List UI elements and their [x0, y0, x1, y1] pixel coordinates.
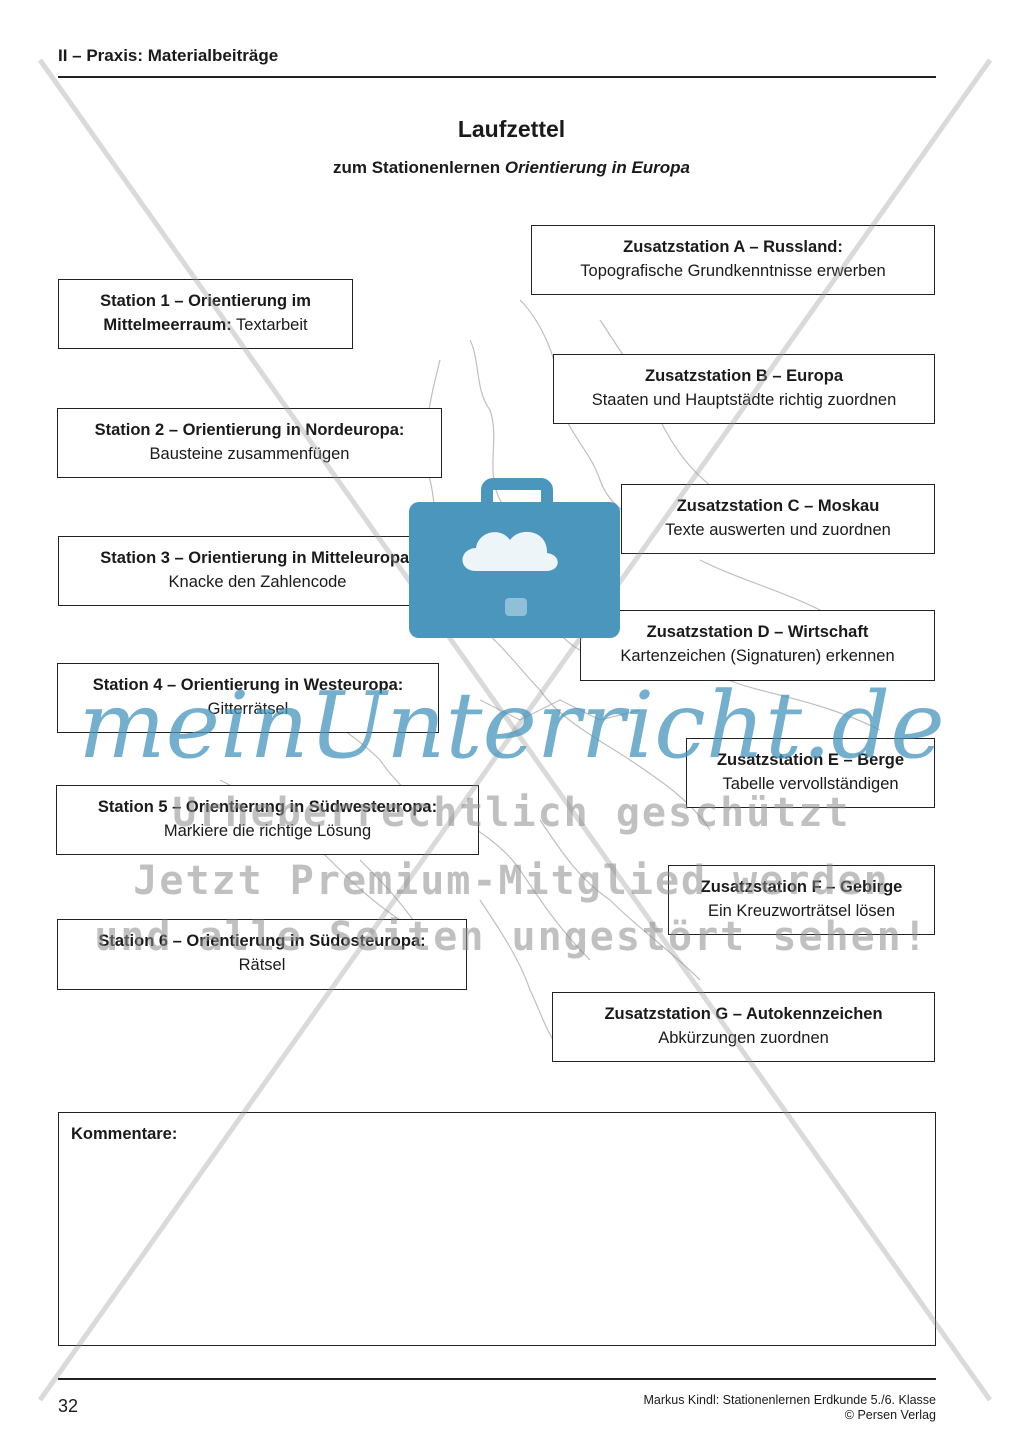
station-5-title: Station 5 – Orientierung in Südwesteurop…	[97, 798, 438, 816]
extra-station-a-box: Zusatzstation A – Russland: Topografisch…	[531, 225, 935, 295]
extra-station-d-title: Zusatzstation D – Wirtschaft	[646, 623, 869, 641]
watermark-line-1: Urheberrechtlich geschützt	[172, 790, 851, 836]
station-1-task: Textarbeit	[231, 316, 308, 334]
extra-station-f-task: Ein Kreuzworträtsel lösen	[707, 902, 896, 920]
extra-station-f-box: Zusatzstation F – Gebirge Ein Kreuzwortr…	[668, 865, 935, 935]
extra-station-c-task: Texte auswerten und zuordnen	[665, 521, 891, 539]
extra-station-e-title: Zusatzstation E – Berge	[716, 751, 905, 769]
footer-credits: Markus Kindl: Stationenlernen Erdkunde 5…	[643, 1393, 936, 1423]
station-5-task: Markiere die richtige Lösung	[163, 822, 372, 840]
extra-station-c-box: Zusatzstation C – Moskau Texte auswerten…	[621, 484, 935, 554]
station-3-title: Station 3 – Orientierung in Mitteleuropa…	[100, 549, 415, 567]
footer-publisher: © Persen Verlag	[844, 1408, 936, 1422]
extra-station-c-title: Zusatzstation C – Moskau	[676, 497, 880, 515]
page-subtitle: zum Stationenlernen Orientierung in Euro…	[332, 158, 691, 177]
footer-rule	[58, 1378, 936, 1380]
station-4-title: Station 4 – Orientierung in Westeuropa:	[92, 676, 404, 694]
extra-station-a-title: Zusatzstation A – Russland:	[623, 238, 843, 256]
station-6-task: Rätsel	[238, 956, 286, 974]
extra-station-g-box: Zusatzstation G – Autokennzeichen Abkürz…	[552, 992, 935, 1062]
station-4-task: Gitterrätsel	[207, 700, 289, 718]
footer-author: Markus Kindl: Stationenlernen Erdkunde 5…	[643, 1393, 936, 1407]
watermark-line-3: und alle Seiten ungestört sehen!	[94, 914, 929, 960]
station-4-box: Station 4 – Orientierung in Westeuropa: …	[57, 663, 439, 733]
section-header: II – Praxis: Materialbeiträge	[58, 46, 279, 65]
station-1-title: Station 1 – Orientierung im	[100, 292, 311, 310]
extra-station-d-box: Zusatzstation D – Wirtschaft Kartenzeich…	[580, 610, 935, 681]
station-2-title: Station 2 – Orientierung in Nordeuropa:	[94, 421, 405, 439]
extra-station-g-task: Abkürzungen zuordnen	[658, 1029, 829, 1047]
station-6-box: Station 6 – Orientierung in Südosteuropa…	[57, 919, 467, 990]
station-2-box: Station 2 – Orientierung in Nordeuropa: …	[57, 408, 442, 478]
extra-station-e-task: Tabelle vervollständigen	[722, 775, 899, 793]
page-number: 32	[58, 1396, 79, 1416]
station-3-task: Knacke den Zahlencode	[168, 573, 347, 591]
extra-station-b-title: Zusatzstation B – Europa	[644, 367, 844, 385]
station-6-title: Station 6 – Orientierung in Südosteuropa…	[98, 932, 426, 950]
extra-station-b-task: Staaten und Hauptstädte richtig zuordnen	[591, 391, 897, 409]
station-2-task: Bausteine zusammenfügen	[149, 445, 350, 463]
extra-station-f-title: Zusatzstation F – Gebirge	[700, 878, 903, 896]
extra-station-d-task: Kartenzeichen (Signaturen) erkennen	[620, 647, 895, 665]
header-rule	[58, 76, 936, 78]
comments-box[interactable]: Kommentare:	[58, 1112, 936, 1346]
station-1-title-cont: Mittelmeerraum:	[103, 316, 232, 334]
station-1-box: Station 1 – Orientierung im Mittelmeerra…	[58, 279, 353, 349]
watermark-brand: meinUnterricht.de	[78, 672, 945, 779]
station-5-box: Station 5 – Orientierung in Südwesteurop…	[56, 785, 479, 855]
station-3-box: Station 3 – Orientierung in Mitteleuropa…	[58, 536, 457, 606]
watermark-line-2: Jetzt Premium-Mitglied werden	[133, 858, 890, 904]
extra-station-a-task: Topografische Grundkenntnisse erwerben	[580, 262, 886, 280]
extra-station-e-box: Zusatzstation E – Berge Tabelle vervolls…	[686, 738, 935, 808]
comments-label: Kommentare:	[71, 1125, 178, 1143]
page-title: Laufzettel	[457, 116, 566, 142]
extra-station-g-title: Zusatzstation G – Autokennzeichen	[604, 1005, 883, 1023]
extra-station-b-box: Zusatzstation B – Europa Staaten und Hau…	[553, 354, 935, 424]
